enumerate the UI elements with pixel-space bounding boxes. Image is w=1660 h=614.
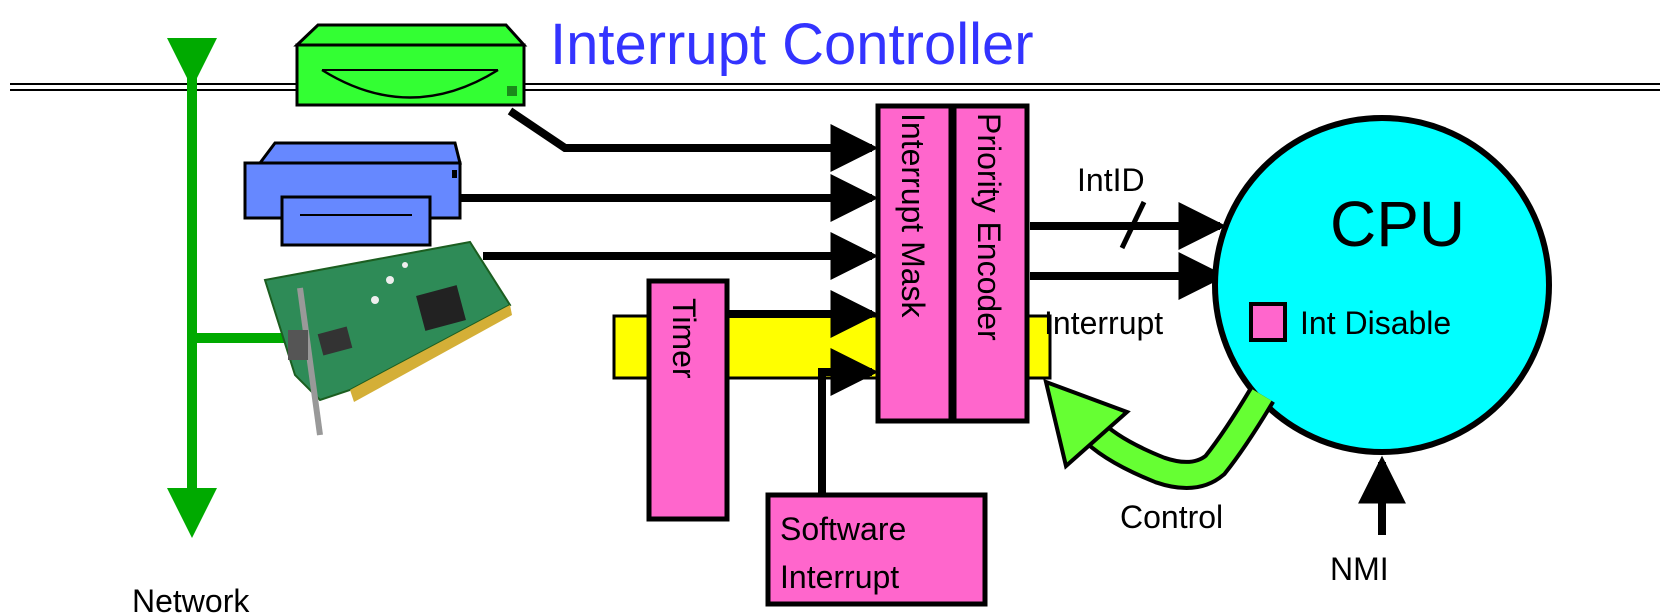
network-label: Network — [132, 583, 250, 614]
network-bus — [167, 38, 285, 538]
title-rule — [10, 83, 1660, 91]
cpu-circle — [1212, 115, 1552, 455]
interrupt-mask-block — [875, 103, 954, 424]
network-card-icon — [263, 240, 512, 436]
priority-encoder-label: Priority Encoder — [971, 113, 1007, 341]
int-disable-checkbox — [1249, 302, 1287, 342]
control-label: Control — [1120, 499, 1223, 535]
device-signal-lines — [460, 107, 879, 495]
interrupt-label: Interrupt — [1044, 305, 1163, 341]
encoder-cpu-lines — [1030, 200, 1227, 300]
priority-encoder-block — [951, 103, 1030, 424]
intid-label: IntID — [1077, 162, 1145, 198]
printer-icon — [243, 141, 462, 247]
timer-label: Timer — [666, 298, 702, 379]
disk-drive-icon — [293, 23, 528, 107]
timer-block — [646, 278, 730, 522]
nmi-label: NMI — [1330, 551, 1389, 587]
int-disable-label: Int Disable — [1300, 305, 1451, 341]
software-interrupt-block — [765, 492, 988, 607]
cpu-label: CPU — [1330, 188, 1465, 260]
page-title: Interrupt Controller — [550, 12, 1034, 77]
control-arrow — [1043, 378, 1275, 490]
software-interrupt-label-line2: Interrupt — [780, 559, 899, 595]
interrupt-mask-label: Interrupt Mask — [895, 113, 931, 319]
software-interrupt-label-line1: Software — [780, 511, 906, 547]
